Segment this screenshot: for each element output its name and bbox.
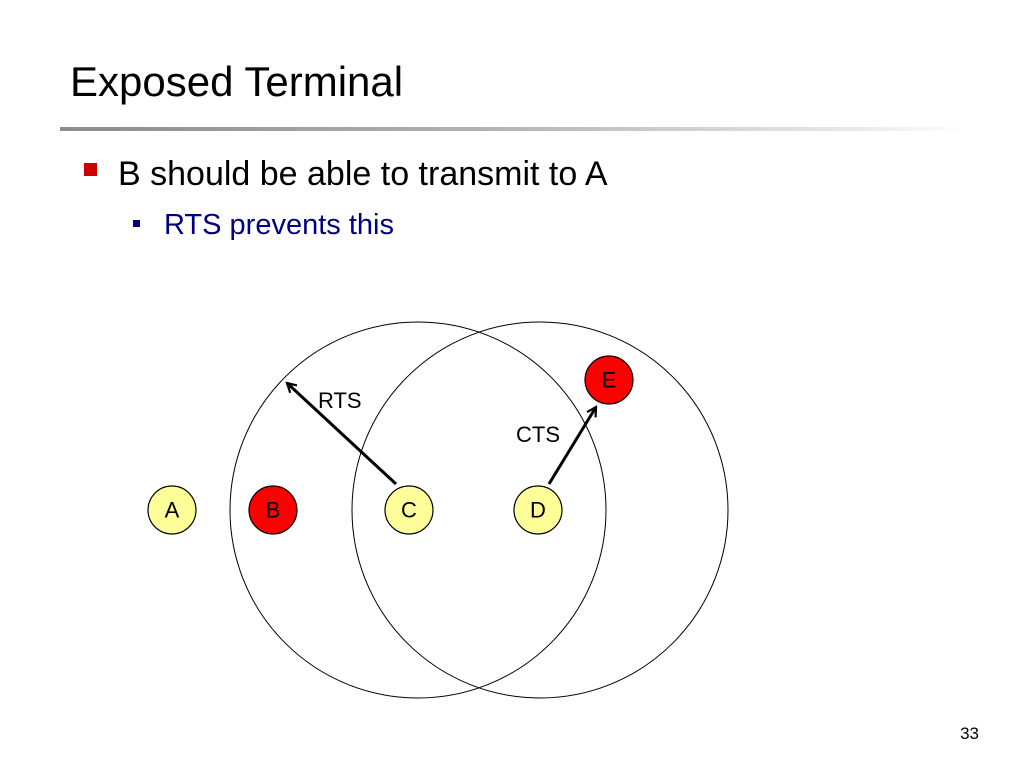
bullet-text-1: B should be able to transmit to A	[118, 155, 608, 193]
node-a: A	[147, 485, 197, 535]
node-e-label: E	[602, 368, 617, 393]
node-c-label: C	[401, 498, 417, 523]
bullet-level-1: B should be able to transmit to A	[84, 152, 608, 196]
page-number: 33	[960, 724, 979, 743]
node-a-label: A	[165, 498, 180, 523]
node-d: D	[513, 485, 563, 535]
bullet-level-2: RTS prevents this	[133, 206, 394, 244]
node-e: E	[584, 355, 634, 405]
node-e-circle	[584, 355, 634, 405]
slide-title: Exposed Terminal	[70, 58, 404, 105]
node-b-label: B	[266, 498, 281, 523]
small-square-bullet-icon	[133, 219, 140, 227]
node-b-circle	[248, 485, 298, 535]
range-circle-d	[351, 321, 729, 699]
node-b: B	[248, 485, 298, 535]
node-d-label: D	[530, 498, 546, 523]
rts-arrow	[287, 383, 398, 486]
node-c-circle	[384, 485, 434, 535]
node-a-circle	[147, 485, 197, 535]
title-divider	[60, 127, 972, 131]
bullet-text-2: RTS prevents this	[164, 209, 394, 241]
node-c: C	[384, 485, 434, 535]
range-circle-c	[229, 321, 607, 699]
node-d-circle	[513, 485, 563, 535]
rts-label: RTS	[318, 388, 362, 413]
square-bullet-icon	[84, 162, 97, 176]
cts-label: CTS	[516, 422, 560, 447]
cts-arrow	[547, 407, 598, 485]
